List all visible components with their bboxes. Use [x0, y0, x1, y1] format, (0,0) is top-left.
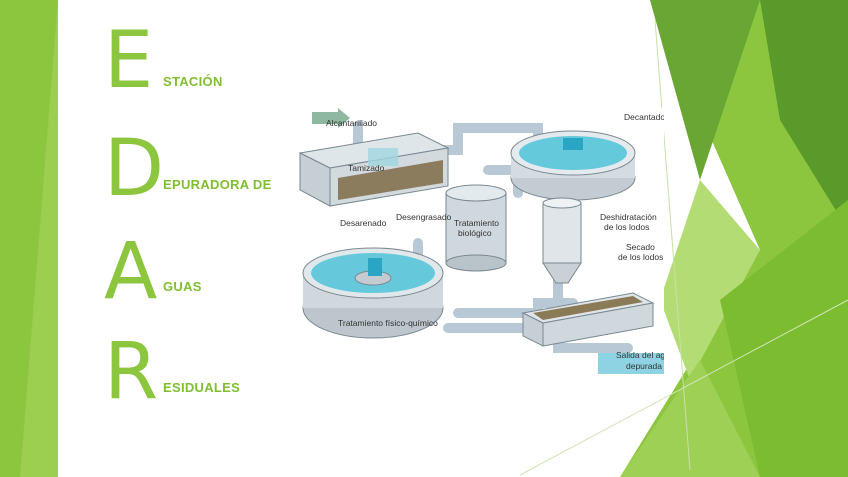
- dewatering-silo: [542, 197, 582, 284]
- word-depuradora: EPURADORA DE: [163, 177, 272, 192]
- label-secado-1: Secado: [626, 242, 655, 252]
- letter-e: E: [104, 16, 154, 106]
- right-bottom-shape: [620, 360, 760, 477]
- pretreatment-channel: [298, 132, 450, 207]
- label-tratamiento-biologico-2: biológico: [458, 228, 492, 238]
- right-dark-shape-top: [650, 0, 760, 180]
- drying-bed: [521, 292, 655, 347]
- label-secado-2: de los lodos: [618, 252, 663, 262]
- right-mid-shape: [720, 200, 848, 477]
- word-aguas: GUAS: [163, 279, 202, 294]
- thin-line-1: [654, 19, 691, 471]
- wastewater-plant-diagram: Alcantarillado Tamizado Desarenado Desen…: [298, 108, 664, 374]
- label-desarenado: Desarenado: [340, 218, 387, 228]
- label-deshidratacion-2: de los lodos: [604, 222, 649, 232]
- letter-a: A: [104, 227, 158, 317]
- label-decantado: Decantado: [624, 112, 664, 122]
- right-dark-shape: [760, 0, 848, 230]
- inlet-arrow-icon: [312, 108, 350, 128]
- biological-tank: [445, 184, 507, 272]
- label-desengrasado: Desengrasado: [396, 212, 452, 222]
- label-tratamiento-biologico-1: Tratamiento: [454, 218, 499, 228]
- decanter-tank: [510, 130, 636, 201]
- label-salida-1: Salida del agua: [616, 350, 664, 360]
- label-deshidratacion-1: Deshidratación: [600, 212, 657, 222]
- right-light-shape: [660, 180, 760, 380]
- letter-d: D: [104, 124, 165, 214]
- left-green-accent: [20, 0, 58, 477]
- clarifier-tank: [302, 247, 444, 339]
- word-estacion: STACIÓN: [163, 74, 223, 89]
- thin-line-2: [519, 299, 848, 476]
- letter-r: R: [104, 327, 159, 417]
- label-tamizado: Tamizado: [348, 163, 385, 173]
- label-alcantarillado: Alcantarillado: [326, 118, 377, 128]
- label-salida-2: depurada: [626, 361, 662, 371]
- outlet-water: [598, 353, 664, 374]
- word-residuales: ESIDUALES: [163, 380, 241, 395]
- label-fisico-quimico: Tratamiento físico-químico: [338, 318, 438, 328]
